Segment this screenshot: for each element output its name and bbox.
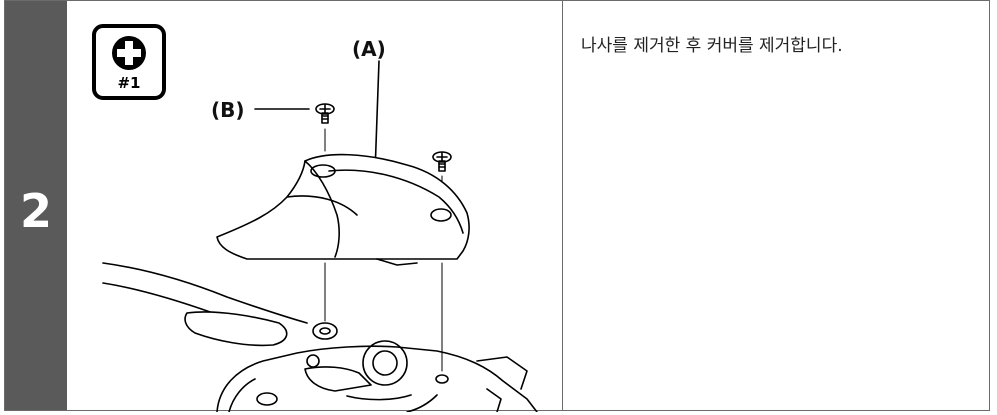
callout-b: (B) — [211, 98, 245, 122]
illustration-panel: #1 (A) (B) — [67, 1, 562, 412]
instruction-text: 나사를 제거한 후 커버를 제거합니다. — [581, 36, 843, 56]
tool-size-label: #1 — [117, 74, 141, 92]
callout-a: (A) — [352, 37, 386, 61]
cover-removal-illustration — [102, 60, 538, 412]
phillips-screwdriver-icon — [92, 24, 166, 100]
step-number-column: 2 — [5, 1, 67, 410]
column-divider — [562, 1, 563, 410]
step-number: 2 — [19, 184, 52, 238]
tool-badge: #1 — [91, 23, 167, 101]
step-frame: 2 #1 (A) (B) — [4, 0, 990, 412]
